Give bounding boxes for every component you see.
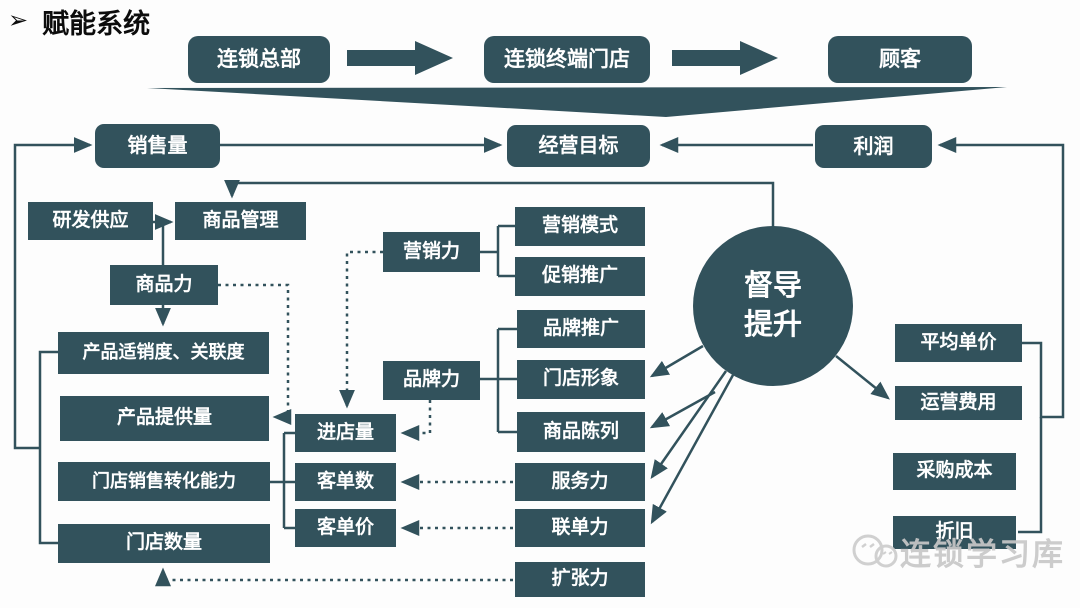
node-product-power: 商品力 bbox=[110, 265, 218, 305]
node-profit: 利润 bbox=[815, 125, 932, 168]
node-promotion: 促销推广 bbox=[515, 257, 645, 296]
node-store-count: 门店数量 bbox=[58, 524, 270, 563]
watermark-logo-icon bbox=[852, 534, 898, 568]
node-business-goal: 经营目标 bbox=[507, 125, 650, 167]
node-supply-qty: 产品提供量 bbox=[60, 396, 269, 441]
node-product-fit: 产品适销度、关联度 bbox=[58, 332, 269, 374]
node-customer: 顾客 bbox=[828, 36, 972, 83]
node-display: 商品陈列 bbox=[517, 412, 645, 452]
node-depreciation: 折旧 bbox=[893, 516, 1016, 549]
node-store-image: 门店形象 bbox=[517, 360, 645, 399]
dotted-connectors bbox=[154, 250, 513, 587]
node-avg-price: 平均单价 bbox=[895, 324, 1022, 362]
node-expansion-power: 扩张力 bbox=[515, 562, 645, 597]
node-supervision-circle: 督导 提升 bbox=[693, 226, 853, 386]
node-hq: 连锁总部 bbox=[188, 36, 330, 83]
node-conversion: 门店销售转化能力 bbox=[58, 462, 270, 501]
node-marketing-model: 营销模式 bbox=[515, 207, 645, 246]
node-merch-mgmt: 商品管理 bbox=[175, 202, 306, 240]
watermark: 连锁学习库 bbox=[848, 528, 1065, 574]
node-sales-volume: 销售量 bbox=[95, 124, 220, 168]
node-ticket-price: 客单价 bbox=[295, 509, 396, 547]
watermark-text: 连锁学习库 bbox=[900, 536, 1065, 572]
node-rd-supply: 研发供应 bbox=[28, 202, 153, 240]
solid-connectors bbox=[13, 136, 1065, 545]
node-purchase-cost: 采购成本 bbox=[893, 453, 1016, 490]
node-traffic: 进店量 bbox=[295, 414, 396, 452]
node-service-power: 服务力 bbox=[515, 463, 645, 501]
page-title: ➢ 赋能系统 bbox=[8, 2, 150, 41]
flow-arrow-1 bbox=[347, 41, 453, 75]
node-marketing-power: 营销力 bbox=[383, 232, 480, 272]
funnel-divider bbox=[147, 87, 1007, 117]
node-upsell-power: 联单力 bbox=[515, 509, 645, 547]
flow-arrow-2 bbox=[672, 41, 778, 75]
title-text: 赋能系统 bbox=[42, 9, 151, 39]
supervision-line1: 督导 bbox=[743, 269, 802, 302]
node-brand-promo: 品牌推广 bbox=[517, 310, 645, 348]
title-arrow-icon: ➢ bbox=[8, 7, 29, 34]
node-brand-power: 品牌力 bbox=[383, 361, 480, 400]
supervision-line2: 提升 bbox=[743, 309, 802, 341]
node-op-cost: 运营费用 bbox=[895, 386, 1022, 420]
node-ticket-count: 客单数 bbox=[295, 463, 396, 501]
node-terminal-store: 连锁终端门店 bbox=[484, 36, 650, 83]
